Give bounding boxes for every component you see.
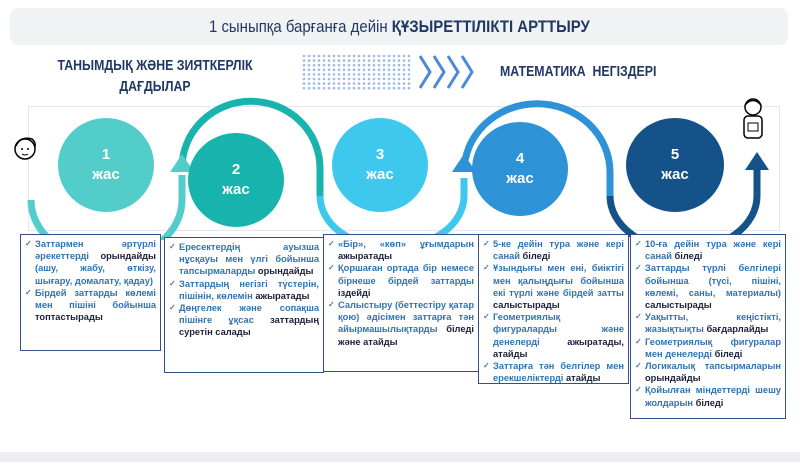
age-label: жас xyxy=(366,166,394,183)
age-flow-arrows xyxy=(27,97,769,240)
age-number: 4 xyxy=(515,150,525,167)
skill-text: (ашу, жабу, өткізу, шығару, домалату, қа… xyxy=(35,263,156,286)
skill-text: біледі xyxy=(522,251,551,262)
skill-text: ажыратады, атайды xyxy=(493,336,624,359)
schoolchild-icon xyxy=(743,98,763,139)
age-number: 5 xyxy=(670,146,680,163)
age-label: жас xyxy=(661,166,689,183)
skill-text: орындайды xyxy=(645,373,701,384)
age-circle-4: 4 жас xyxy=(472,122,568,216)
age-number: 3 xyxy=(375,146,385,163)
age-flow-frame xyxy=(28,106,780,231)
skill-item: Ұзындығы мен ені, биіктігі мен қалыңдығы… xyxy=(483,262,624,311)
skill-text: Бірдей заттарды көлемі мен пішіні бойынш… xyxy=(35,287,156,311)
left-heading: ТАНЫМДЫҚ ЖӘНЕ ЗИЯТКЕРЛІК ДАҒДЫЛАР xyxy=(57,58,253,95)
skill-text: ажыратады xyxy=(255,290,310,301)
skill-item: Заттармен әртүрлі әрекеттерді орындайды … xyxy=(25,238,156,287)
skill-item: Салыстыру (беттестіру қатар қою) әдісіме… xyxy=(328,299,474,348)
skill-item: Геометриялық фигуралар мен денелерді біл… xyxy=(635,336,781,360)
skill-item: Дөңгелек және сопақша пішінге ұқсас затт… xyxy=(169,302,319,339)
skill-item: Қоршаған ортада бір немесе бірнеше бірде… xyxy=(328,262,474,299)
title-normal: 1 сыныпқа барғанға дейін xyxy=(208,16,392,36)
skill-item: Заттарды түрлі белгілері бойынша (түсі, … xyxy=(635,262,781,311)
age-label: жас xyxy=(222,181,250,198)
skill-item: Логикалық тапсырмаларын орындайды xyxy=(635,360,781,384)
skill-text: біледі xyxy=(695,397,724,408)
skill-text: Салыстыру (беттестіру қатар қою) әдісіме… xyxy=(338,300,474,335)
age-circle-1: 1 жас xyxy=(58,118,154,212)
skill-text: салыстырады xyxy=(493,300,560,311)
skill-text: топтастырады xyxy=(35,312,103,323)
title-bar: 1 сыныпқа барғанға дейін ҚҰЗЫРЕТТІЛІКТІ … xyxy=(10,8,788,45)
skill-text: Ұзындығы мен ені, биіктігі мен қалыңдығы… xyxy=(493,263,624,298)
skills-box-age-4: 5-ке дейін тура және кері санай біледіҰз… xyxy=(478,234,629,384)
skill-text: Қойылған міндеттерді шешу жолдарын xyxy=(645,385,781,408)
skill-text: Ересектердің ауызша нұсқауы мен үлгі бой… xyxy=(179,242,319,277)
skill-text: біледі және атайды xyxy=(338,324,474,347)
skill-text: Заттармен әртүрлі әрекеттерді xyxy=(35,239,156,262)
skill-text: Қоршаған ортада бір немесе бірнеше бірде… xyxy=(338,263,474,286)
skill-item: Геометриялық фигураларды және денелерді … xyxy=(483,311,624,360)
skill-text: біледі xyxy=(674,251,703,262)
right-heading: МАТЕМАТИКА НЕГІЗДЕРІ xyxy=(500,64,657,80)
page-title: 1 сыныпқа барғанға дейін ҚҰЗЫРЕТТІЛІКТІ … xyxy=(209,17,590,37)
skills-box-age-1: Заттармен әртүрлі әрекеттерді орындайды … xyxy=(20,234,161,351)
skill-item: 5-ке дейін тура және кері санай біледі xyxy=(483,238,624,262)
skill-item: Қойылған міндеттерді шешу жолдарын білед… xyxy=(635,384,781,408)
skill-text: Заттарға тән белгілер мен ерекшеліктерді xyxy=(493,361,624,384)
age-label: жас xyxy=(92,166,120,183)
skill-item: Ересектердің ауызша нұсқауы мен үлгі бой… xyxy=(169,241,319,278)
skill-item: «Бір», «көп» ұғымдарын ажыратады xyxy=(328,238,474,262)
skill-text: орындайды xyxy=(100,251,156,262)
skill-item: 10-ға дейін тура және кері санай біледі xyxy=(635,238,781,262)
skill-text: орындайды xyxy=(257,266,314,277)
child-face-icon xyxy=(14,137,36,160)
skill-text: Логикалық тапсырмаларын xyxy=(645,361,781,372)
skill-text: біледі xyxy=(714,348,743,359)
skill-text: заттардың суретін салады xyxy=(179,315,319,338)
bottom-bar xyxy=(0,452,800,462)
age-circle-2: 2 жас xyxy=(188,133,284,227)
skill-text: іздейді xyxy=(338,287,371,298)
skill-item: Бірдей заттарды көлемі мен пішіні бойынш… xyxy=(25,287,156,324)
skill-text: 10-ға дейін тура және кері санай xyxy=(645,239,781,262)
title-bold: ҚҰЗЫРЕТТІЛІКТІ АРТТЫРУ xyxy=(391,16,590,36)
skill-text: Дөңгелек және сопақша пішінге ұқсас xyxy=(179,303,319,326)
age-number: 1 xyxy=(101,146,111,163)
skills-box-age-5: 10-ға дейін тура және кері санай біледіЗ… xyxy=(630,234,786,419)
skill-text: Уақытты, кеңістікті, жазықтықты xyxy=(645,312,781,335)
skill-text: атайды xyxy=(565,373,601,384)
skill-text: «Бір», «көп» ұғымдарын xyxy=(338,239,474,249)
skill-item: Заттарға тән белгілер мен ерекшеліктерді… xyxy=(483,360,624,384)
age-circle-5: 5 жас xyxy=(626,118,724,212)
age-label: жас xyxy=(506,170,534,187)
skill-text: Геометриялық фигураларды және денелерді xyxy=(493,312,624,347)
skills-box-age-3: «Бір», «көп» ұғымдарын ажыратадыҚоршаған… xyxy=(323,234,479,372)
age-number: 2 xyxy=(231,161,241,178)
age-circle-3: 3 жас xyxy=(332,118,428,212)
skill-item: Уақытты, кеңістікті, жазықтықты бағдарла… xyxy=(635,311,781,335)
chevron-arrows-icon xyxy=(302,54,474,90)
skill-text: Заттарды түрлі белгілері бойынша (түсі, … xyxy=(645,263,781,298)
skill-text: салыстырады xyxy=(645,300,712,311)
skill-item: Заттардың негізгі түстерін, пішінін, көл… xyxy=(169,278,319,302)
skill-text: Геометриялық фигуралар мен денелерді xyxy=(645,336,781,359)
skills-box-age-2: Ересектердің ауызша нұсқауы мен үлгі бой… xyxy=(164,237,324,373)
skill-text: Заттардың негізгі түстерін, пішінін, көл… xyxy=(179,278,319,301)
skill-text: бағдарлайды xyxy=(706,324,769,335)
skill-text: 5-ке дейін тура және кері санай xyxy=(493,239,624,262)
skill-text: ажыратады xyxy=(338,251,393,262)
